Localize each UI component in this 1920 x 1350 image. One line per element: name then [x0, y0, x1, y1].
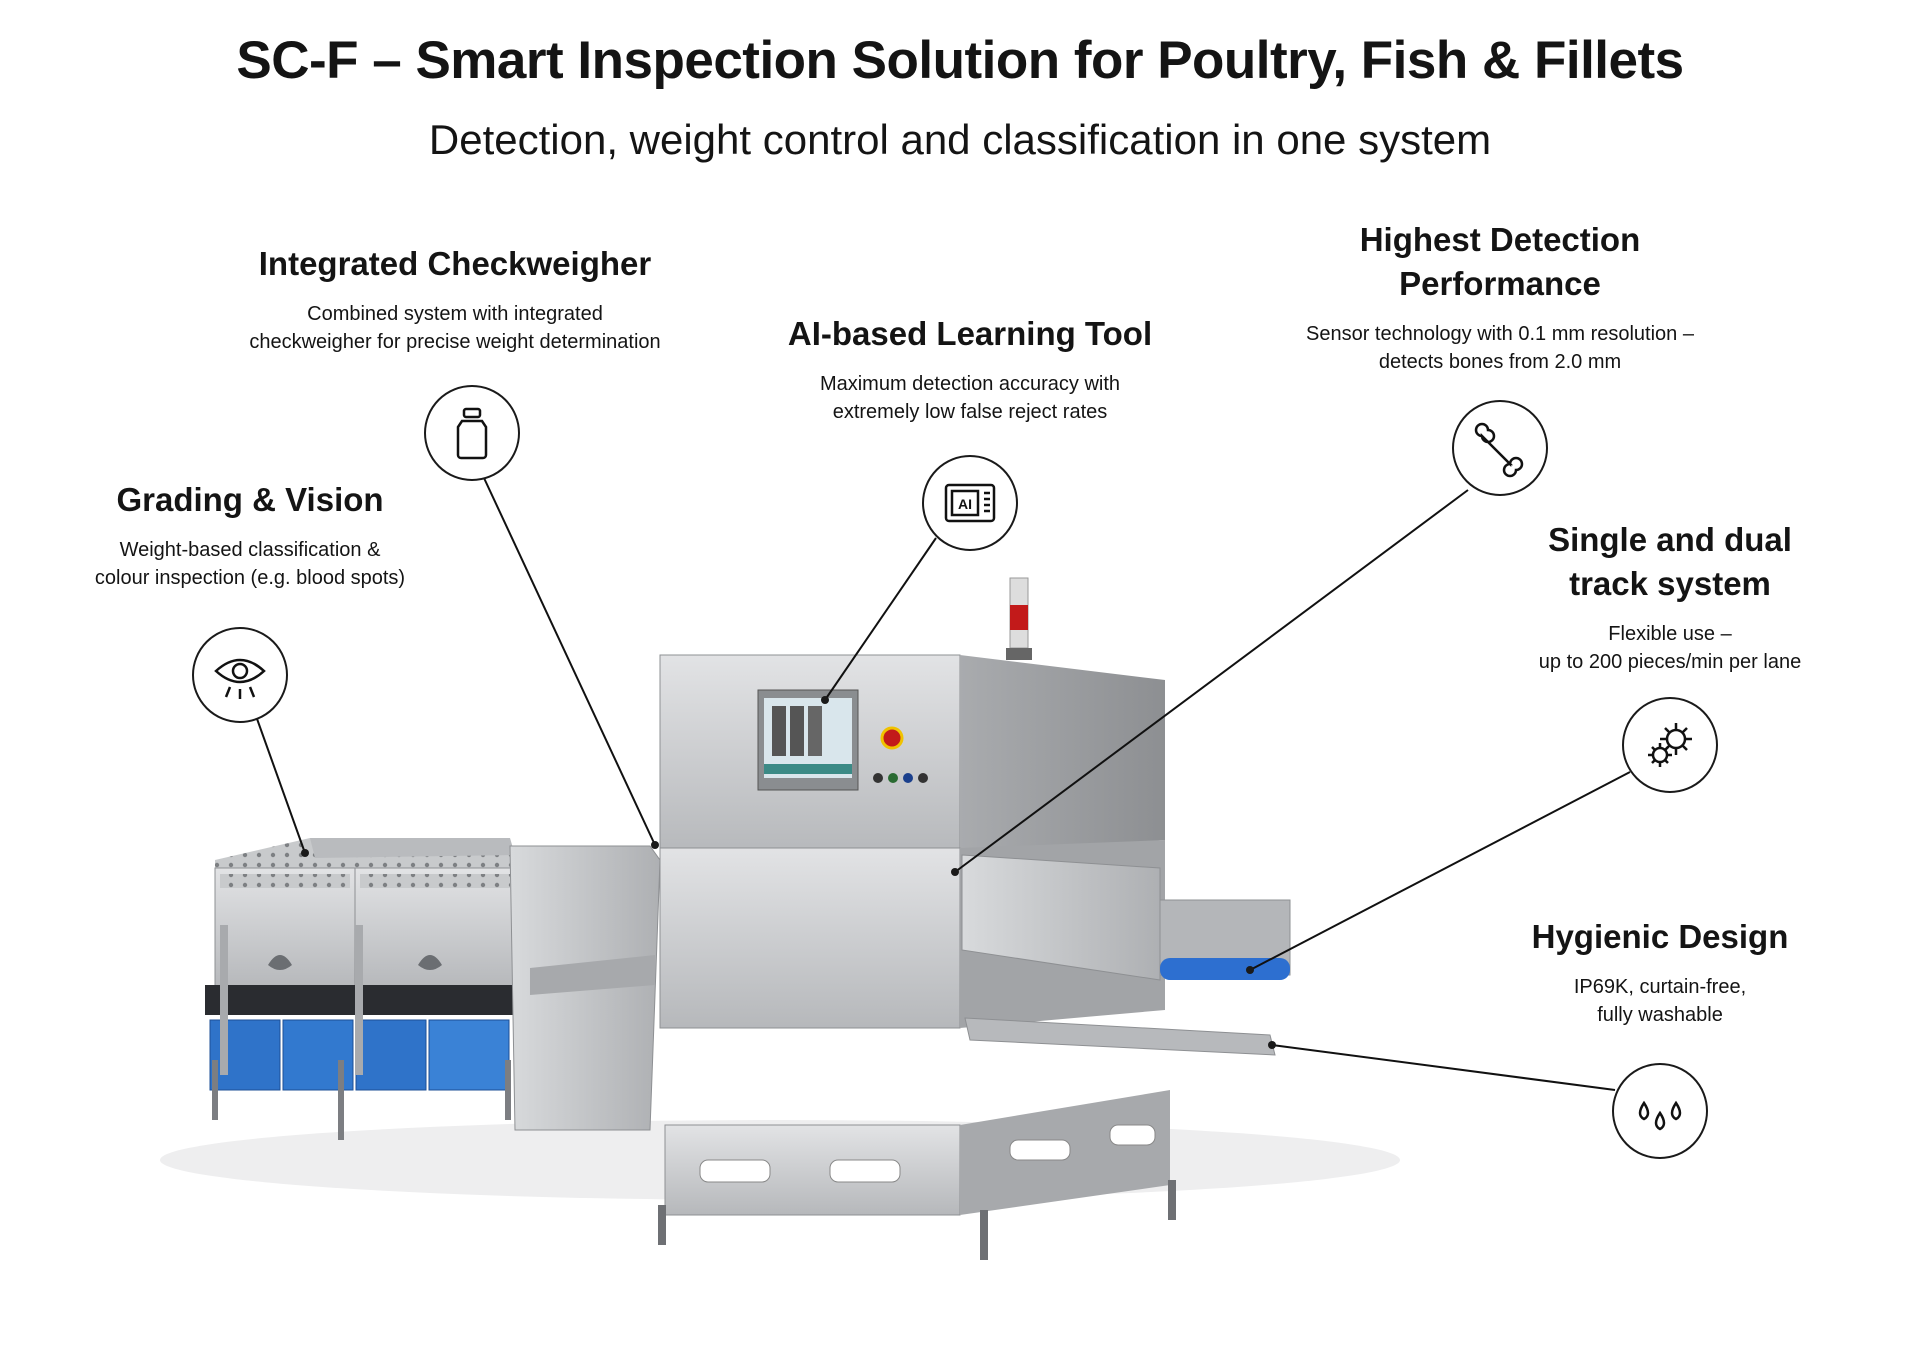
feature-grading-title: Grading & Vision — [116, 481, 384, 518]
feature-ai-title: AI-based Learning Tool — [787, 315, 1153, 352]
grading-leg-2 — [338, 1060, 344, 1140]
grading-unit-perforation-right — [360, 874, 510, 888]
grading-leg-3 — [505, 1060, 511, 1120]
gears-icon — [1622, 697, 1718, 793]
weight-icon — [424, 385, 520, 481]
feature-grading: Grading & Vision Weight-based classifica… — [0, 478, 500, 592]
grading-unit — [205, 838, 520, 1140]
feature-grading-text-1: Weight-based classification & — [119, 539, 381, 561]
control-button-2 — [888, 773, 898, 783]
infeed-belt — [530, 955, 655, 995]
crate-4 — [428, 1019, 510, 1091]
feature-checkweigher-text-1: Combined system with integrated — [307, 303, 603, 325]
base-slot-2 — [829, 1159, 901, 1183]
feature-checkweigher-text-2: checkweigher for precise weight determin… — [249, 331, 661, 353]
water-drops-icon — [1612, 1063, 1708, 1159]
touch-screen-image-3 — [808, 706, 822, 756]
control-button-1 — [873, 773, 883, 783]
page-subtitle: Detection, weight control and classifica… — [428, 116, 1492, 163]
foot-2 — [980, 1210, 988, 1260]
feature-track-text-2: up to 200 pieces/min per lane — [1538, 651, 1802, 673]
feature-detection: Highest Detection Performance Sensor tec… — [1250, 218, 1750, 376]
base-frame — [658, 1090, 1176, 1260]
outfeed-unit — [961, 854, 1291, 1056]
base-slot-1 — [699, 1159, 771, 1183]
control-button-3 — [903, 773, 913, 783]
foot-3 — [1168, 1180, 1176, 1220]
crate-3 — [355, 1019, 427, 1091]
feature-grading-text-2: colour inspection (e.g. blood spots) — [94, 567, 406, 589]
grading-unit-perforation-left — [220, 874, 350, 888]
feature-ai-text-2: extremely low false reject rates — [832, 401, 1108, 423]
cabinet-lower — [659, 847, 961, 1029]
feature-track: Single and dual track system Flexible us… — [1420, 518, 1920, 676]
touch-screen-image-2 — [790, 706, 804, 756]
feature-track-title-1: Single and dual — [1548, 521, 1792, 558]
feature-checkweigher: Integrated Checkweigher Combined system … — [205, 242, 705, 356]
eye-icon — [192, 627, 288, 723]
page-title: SC-F – Smart Inspection Solution for Pou… — [236, 31, 1684, 90]
feature-detection-text-1: Sensor technology with 0.1 mm resolution… — [1306, 323, 1694, 345]
outfeed-blue-belt — [1160, 958, 1290, 980]
bone-icon — [1452, 400, 1548, 496]
touch-screen-image-1 — [772, 706, 786, 756]
feature-ai-text-1: Maximum detection accuracy with — [819, 373, 1121, 395]
emergency-stop — [880, 726, 904, 750]
feature-hygienic-text-1: IP69K, curtain-free, — [1573, 976, 1747, 998]
cabinet-side — [960, 655, 1165, 855]
feature-track-title-2: track system — [1569, 565, 1771, 602]
control-button-4 — [918, 773, 928, 783]
actuator-left — [268, 955, 292, 970]
touch-screen-bar — [764, 764, 852, 774]
grading-frame-post-right — [355, 925, 363, 1075]
feature-detection-title-2: Performance — [1399, 265, 1601, 302]
ai-monitor-icon: AI — [922, 455, 1018, 551]
outfeed-chute — [964, 1017, 1276, 1056]
base-slot-4 — [1109, 1124, 1156, 1146]
feature-detection-text-2: detects bones from 2.0 mm — [1378, 351, 1622, 373]
signal-tower-red — [1010, 605, 1028, 630]
actuator-right — [418, 955, 442, 970]
grading-unit-side — [310, 838, 515, 858]
foot-1 — [658, 1205, 666, 1245]
grading-leg-1 — [212, 1060, 218, 1120]
base-slot-3 — [1009, 1139, 1071, 1161]
feature-detection-title-1: Highest Detection — [1359, 221, 1641, 258]
feature-track-text-1: Flexible use – — [1608, 623, 1732, 645]
ai-icon-label: AI — [958, 496, 972, 512]
feature-hygienic-text-2: fully washable — [1597, 1004, 1723, 1026]
feature-checkweigher-title: Integrated Checkweigher — [258, 245, 652, 282]
feature-ai: AI-based Learning Tool Maximum detection… — [720, 312, 1220, 426]
grading-frame-post-left — [220, 925, 228, 1075]
signal-tower-base — [1006, 648, 1032, 660]
